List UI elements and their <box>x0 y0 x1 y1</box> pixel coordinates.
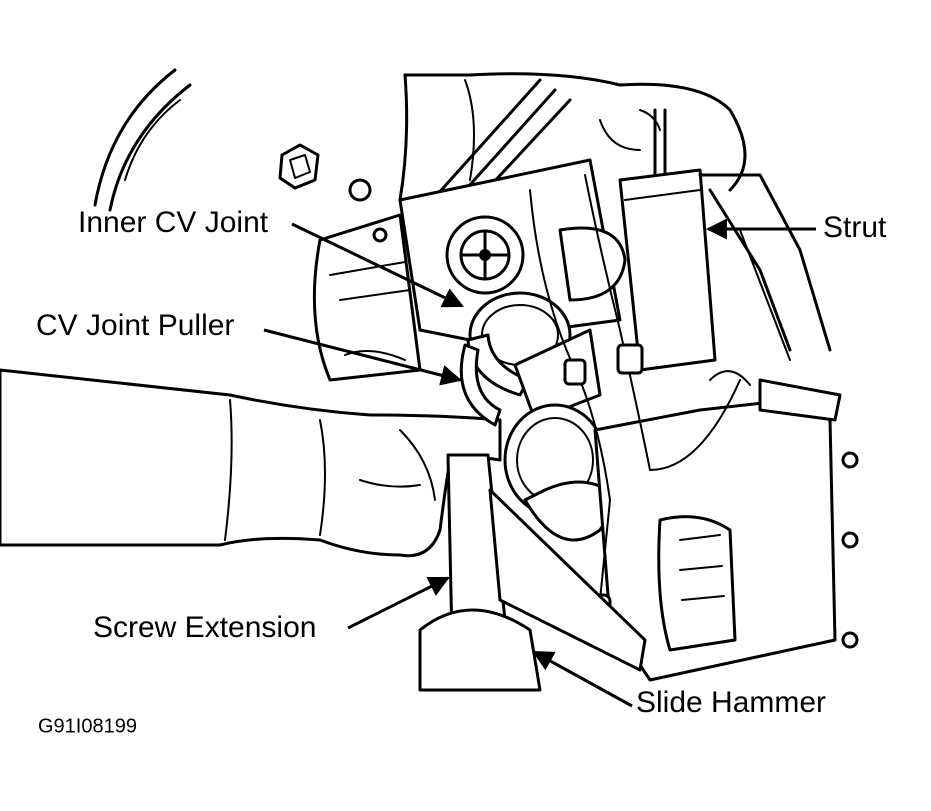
slide-hammer <box>418 453 647 692</box>
figure-code: G91I08199 <box>38 715 137 737</box>
technician-hand <box>0 368 502 558</box>
label-strut: Strut <box>823 211 887 244</box>
leader-cv-joint-puller <box>263 328 463 386</box>
vehicle-body <box>398 72 747 202</box>
strut <box>618 168 832 372</box>
subframe <box>312 178 422 382</box>
axle-shaft <box>503 328 622 542</box>
tire-outline <box>93 68 192 212</box>
label-slide-hammer: Slide Hammer <box>636 686 826 719</box>
leader-inner-cv-joint <box>291 222 464 308</box>
leader-screw-extension <box>347 576 450 630</box>
label-inner-cv-joint: Inner CV Joint <box>78 206 269 239</box>
label-screw-extension: Screw Extension <box>93 611 316 644</box>
nut-icon <box>278 143 320 190</box>
label-cv-joint-puller: CV Joint Puller <box>36 309 234 342</box>
leader-slide-hammer <box>532 650 633 708</box>
